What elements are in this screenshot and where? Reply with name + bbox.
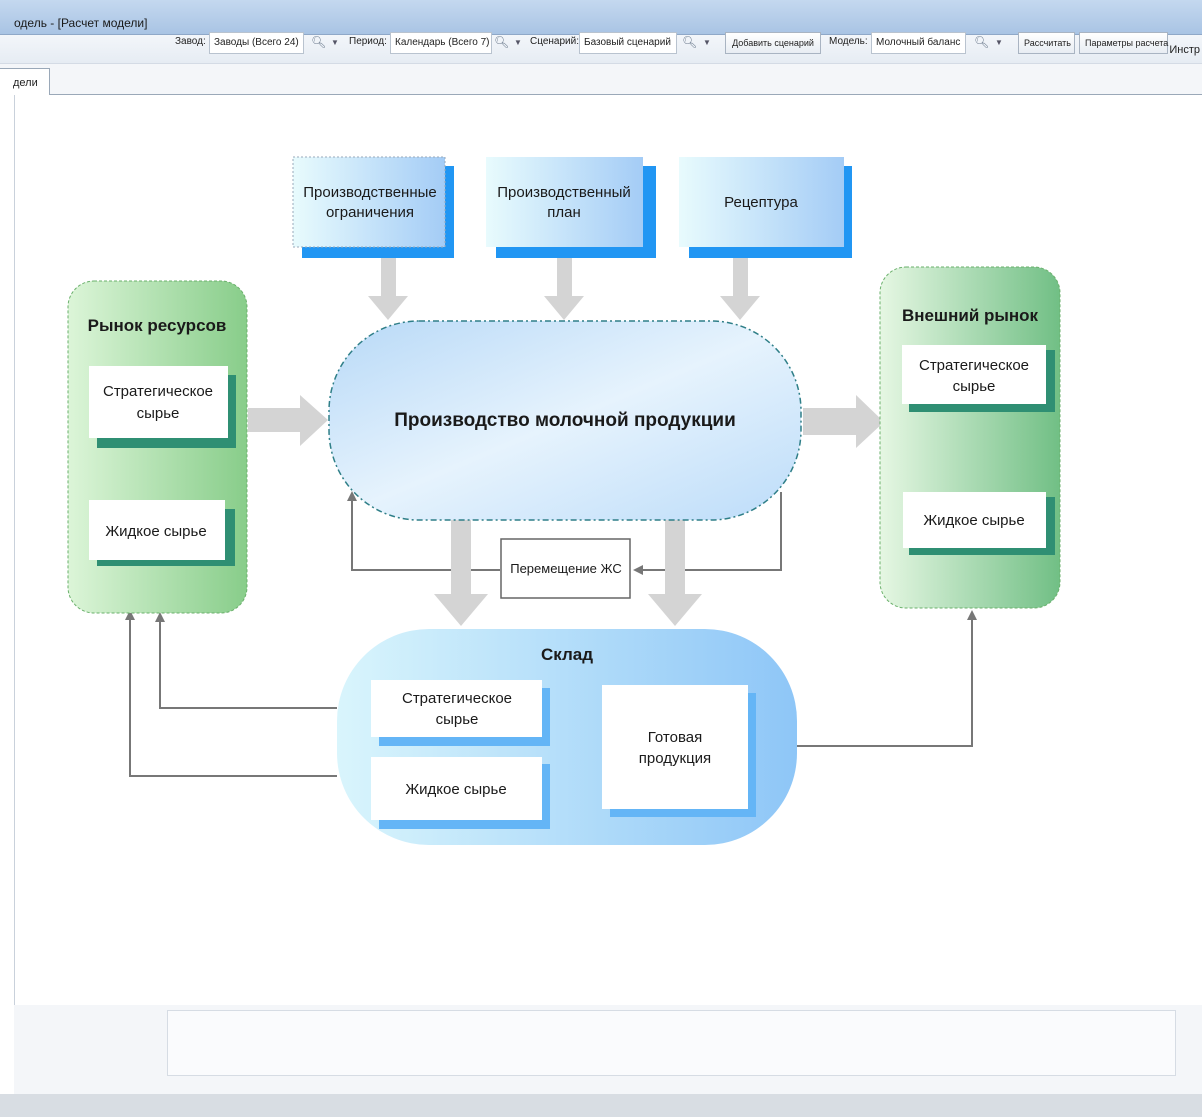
warehouse-title: Склад	[541, 645, 593, 664]
wh-item-finished-line1: Готовая	[648, 729, 702, 746]
plant-chevron-down-icon[interactable]: ▼	[331, 38, 339, 47]
plant-search-icon[interactable]: 🔍︎	[311, 35, 327, 49]
left-item-strategic-line2: сырье	[137, 405, 180, 422]
left-border	[14, 95, 15, 1105]
model-chevron-down-icon[interactable]: ▼	[995, 38, 1003, 47]
scenario-search-icon[interactable]: 🔍︎	[682, 35, 698, 49]
add-scenario-button[interactable]: Добавить сценарий	[725, 32, 821, 54]
period-chevron-down-icon[interactable]: ▼	[514, 38, 522, 47]
model-search-icon[interactable]: 🔍︎	[974, 35, 990, 49]
input-box-plan	[486, 157, 656, 258]
model-label: Модель:	[829, 36, 868, 47]
period-search-icon[interactable]: 🔍︎	[494, 35, 510, 49]
tab-model[interactable]: дели	[0, 68, 50, 95]
left-item-strategic-line1: Стратегическое	[103, 383, 213, 400]
input-constraints-line2: ограничения	[326, 204, 414, 221]
right-item-strategic-line1: Стратегическое	[919, 357, 1029, 374]
scenario-field[interactable]: Базовый сценарий	[579, 32, 677, 54]
flow-lines	[125, 491, 977, 777]
input-plan-line2: план	[547, 204, 581, 221]
production-pill	[328, 320, 802, 521]
input-box-constraints	[292, 156, 454, 258]
right-market-title: Внешний рынок	[902, 306, 1039, 325]
left-item-liquid: Жидкое сырье	[105, 523, 206, 540]
calculate-button[interactable]: Рассчитать	[1018, 32, 1075, 54]
parameters-toolbar	[167, 1010, 1176, 1076]
scenario-label: Сценарий:	[530, 36, 579, 47]
input-constraints-line1: Производственные	[303, 184, 437, 201]
window-title: одель - [Расчет модели]	[14, 16, 148, 30]
center-label: Производство молочной продукции	[394, 410, 736, 431]
transfer-box	[500, 538, 631, 599]
transfer-label: Перемещение ЖС	[510, 561, 622, 576]
calculation-params-button[interactable]: Параметры расчета	[1079, 32, 1168, 54]
input-box-recipe	[679, 157, 852, 258]
model-diagram: Производственные ограничения Производств…	[67, 156, 1061, 845]
right-item-strategic-line2: сырье	[953, 378, 996, 395]
wh-item-strategic-line2: сырье	[436, 711, 479, 728]
plant-field[interactable]: Заводы (Всего 24)	[209, 32, 304, 54]
tab-strip: дели	[0, 64, 1202, 95]
status-bar	[0, 1094, 1202, 1117]
period-label: Период:	[349, 36, 387, 47]
input-plan-line1: Производственный	[497, 184, 631, 201]
left-market-title: Рынок ресурсов	[88, 316, 227, 335]
input-recipe-label: Рецептура	[724, 194, 798, 211]
wh-item-finished-line2: продукция	[639, 750, 711, 767]
menu-item-tools[interactable]: Инстр	[1169, 44, 1200, 56]
scenario-chevron-down-icon[interactable]: ▼	[703, 38, 711, 47]
period-field[interactable]: Календарь (Всего 7)	[390, 32, 492, 54]
flow-arrows	[248, 250, 884, 626]
wh-item-liquid: Жидкое сырье	[405, 781, 506, 798]
right-item-liquid: Жидкое сырье	[923, 512, 1024, 529]
plant-label: Завод:	[175, 36, 206, 47]
model-field[interactable]: Молочный баланс	[871, 32, 966, 54]
wh-item-strategic-line1: Стратегическое	[402, 690, 512, 707]
